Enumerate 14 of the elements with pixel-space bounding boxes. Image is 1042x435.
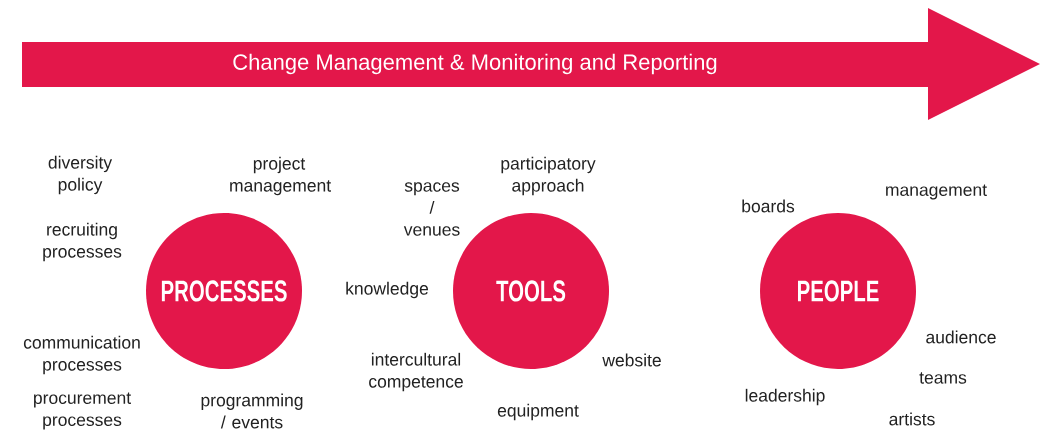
term-label: equipment: [497, 403, 579, 421]
term-label: knowledge: [346, 281, 429, 299]
term-label: procurement processes: [34, 392, 131, 430]
term-label: audience: [926, 330, 996, 344]
term-label: teams: [919, 372, 967, 384]
term-label: leadership: [745, 388, 825, 406]
term-label: diversity policy: [48, 155, 113, 195]
term-label: participatory approach: [501, 156, 596, 196]
term-label: project management: [230, 156, 331, 196]
term-label: artists: [889, 412, 935, 426]
term-label: recruiting processes: [43, 222, 122, 262]
term-label: management: [886, 184, 987, 200]
term-label: programming / events: [201, 393, 303, 429]
term-label: boards: [742, 199, 795, 213]
